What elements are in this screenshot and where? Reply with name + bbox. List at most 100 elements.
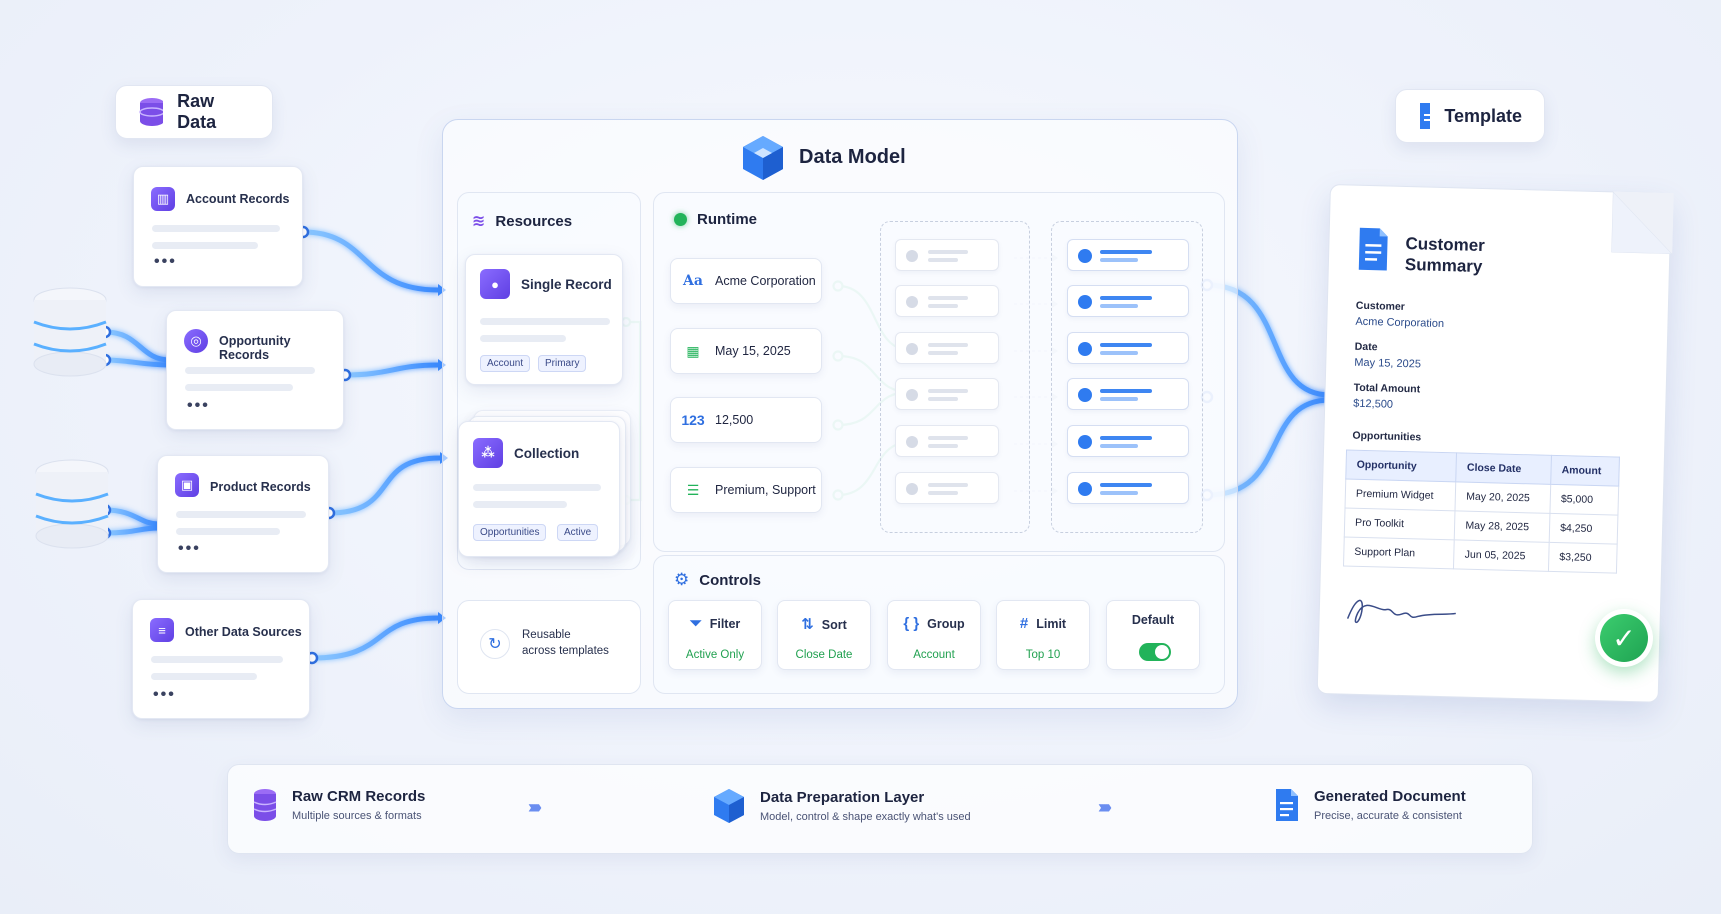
tag-primary: Primary — [538, 355, 587, 372]
field-label: Customer — [1355, 299, 1405, 313]
table-title: Opportunities — [1352, 429, 1422, 444]
database-cylinder-icon — [33, 287, 107, 377]
database-icon — [253, 789, 277, 821]
control-group[interactable]: { }Group Account — [887, 600, 981, 670]
checkmark-icon: ✓ — [1600, 614, 1648, 662]
slot-grey — [895, 472, 999, 504]
sort-icon: ⇅ — [801, 616, 814, 633]
gear-icon: ⚙ — [674, 570, 690, 589]
slot-grey — [895, 332, 999, 364]
runtime-row-amount[interactable]: 123 12,500 — [670, 397, 822, 443]
refresh-icon: ↻ — [480, 629, 510, 659]
template-header: Template — [1395, 89, 1545, 143]
output-slots — [1051, 221, 1203, 533]
control-filter[interactable]: ⏷ Filter Active Only — [668, 600, 762, 670]
table-cell: May 28, 2025 — [1454, 510, 1551, 543]
source-card-other[interactable]: ≡ Other Data Sources ••• — [132, 599, 310, 719]
chevrons-right-icon: ››››› — [528, 797, 542, 817]
filter-icon: ⏷ — [689, 615, 702, 632]
document-icon — [1420, 103, 1431, 129]
resources-title: Resources — [495, 212, 573, 230]
database-icon: ≡ — [150, 618, 174, 642]
slot-grey — [895, 239, 999, 271]
runtime-row-list[interactable]: ☰ Premium, Support — [670, 467, 822, 513]
source-card-account[interactable]: ▥ Account Records ••• — [133, 166, 303, 287]
control-label: Filter — [709, 617, 741, 631]
user-icon: ● — [480, 269, 510, 299]
slot-blue — [1067, 285, 1189, 317]
runtime-panel: Runtime Aa Acme Corporation ▦ May 15, 20… — [653, 192, 1225, 552]
source-title: Other Data Sources — [185, 625, 302, 639]
pipeline-step-raw: Raw CRM Records Multiple sources & forma… — [252, 787, 425, 823]
building-icon: ▥ — [151, 187, 175, 211]
table-cell: Pro Toolkit — [1344, 508, 1456, 540]
document-icon — [1358, 227, 1388, 271]
control-label: Group — [927, 617, 965, 631]
cube-icon — [743, 136, 783, 180]
slot-blue — [1067, 472, 1189, 504]
slot-blue — [1067, 332, 1189, 364]
template-title: Template — [1444, 105, 1522, 126]
default-label: Default — [1131, 613, 1175, 627]
column-header: Opportunity — [1345, 450, 1457, 482]
table-row: Support Plan Jun 05, 2025 $3,250 — [1343, 536, 1618, 574]
control-limit[interactable]: # Limit Top 10 — [996, 600, 1090, 670]
source-card-opportunity[interactable]: ◎ Opportunity Records ••• — [166, 310, 344, 430]
braces-icon: { } — [903, 615, 920, 632]
data-model-header: Data Model — [741, 134, 906, 180]
box-icon: ▣ — [175, 473, 199, 497]
raw-data-header: Raw Data — [115, 85, 273, 139]
data-model-container: Data Model ≋ Resources ● Single Record A… — [442, 119, 1238, 709]
slot-blue — [1067, 239, 1189, 271]
status-dot-icon — [674, 213, 687, 226]
runtime-title: Runtime — [697, 211, 757, 228]
slot-grey — [895, 425, 999, 457]
document-title-line2: Summary — [1404, 254, 1483, 277]
raw-data-title: Raw Data — [177, 91, 217, 132]
slot-blue — [1067, 378, 1189, 410]
tag-active: Active — [557, 524, 599, 541]
reusable-line2: across templates — [522, 645, 609, 657]
resources-header: ≋ Resources — [472, 211, 572, 231]
default-toggle[interactable] — [1139, 643, 1171, 661]
tag-opportunities: Opportunities — [473, 524, 547, 541]
control-label: Limit — [1036, 617, 1067, 631]
check-badge: ✓ — [1595, 609, 1653, 667]
target-icon: ◎ — [184, 329, 208, 353]
document-icon — [1276, 789, 1298, 821]
pipeline-bar: Raw CRM Records Multiple sources & forma… — [227, 764, 1533, 854]
table-cell: Jun 05, 2025 — [1453, 539, 1550, 572]
controls-title: Controls — [699, 571, 761, 589]
single-record-card[interactable]: ● Single Record Account Primary — [465, 254, 623, 385]
stack-icon: ≋ — [472, 213, 486, 230]
page-fold — [1611, 191, 1674, 254]
opportunities-table: Opportunity Close Date Amount Premium Wi… — [1343, 450, 1620, 574]
intermediate-slots — [880, 221, 1030, 533]
source-title: Opportunity Records — [219, 334, 291, 362]
table-cell: $3,250 — [1548, 542, 1618, 574]
pipeline-step-prep: Data Preparation Layer Model, control & … — [712, 787, 971, 825]
collection-card[interactable]: ⁂ Collection Opportunities Active — [458, 421, 620, 557]
database-icon — [139, 98, 164, 126]
tag-account: Account — [480, 355, 531, 372]
calendar-icon: ▦ — [686, 342, 700, 359]
field-label: Total Amount — [1353, 381, 1421, 396]
control-default[interactable]: Default — [1106, 600, 1200, 670]
hash-icon: # — [1019, 615, 1029, 632]
table-cell: $4,250 — [1549, 513, 1618, 545]
signature — [1346, 599, 1456, 624]
database-cylinder-icon — [35, 459, 109, 549]
table-cell: Premium Widget — [1345, 479, 1457, 511]
pipeline-step-generated: Generated Document Precise, accurate & c… — [1274, 787, 1466, 823]
reusable-text: Reusable across templates — [522, 627, 609, 659]
control-value: Active Only — [685, 649, 745, 661]
runtime-row-date[interactable]: ▦ May 15, 2025 — [670, 328, 822, 374]
control-value: Top 10 — [1025, 649, 1061, 661]
controls-panel: ⚙ Controls ⏷ Filter Active Only ⇅Sort Clo… — [653, 555, 1225, 694]
control-sort[interactable]: ⇅Sort Close Date — [777, 600, 871, 670]
pipeline-subtitle: Multiple sources & formats — [292, 810, 422, 822]
field-value: May 15, 2025 — [1354, 356, 1422, 371]
runtime-row-customer[interactable]: Aa Acme Corporation — [670, 258, 822, 304]
pipeline-title: Generated Document — [1314, 788, 1466, 805]
source-card-product[interactable]: ▣ Product Records ••• — [157, 455, 329, 573]
